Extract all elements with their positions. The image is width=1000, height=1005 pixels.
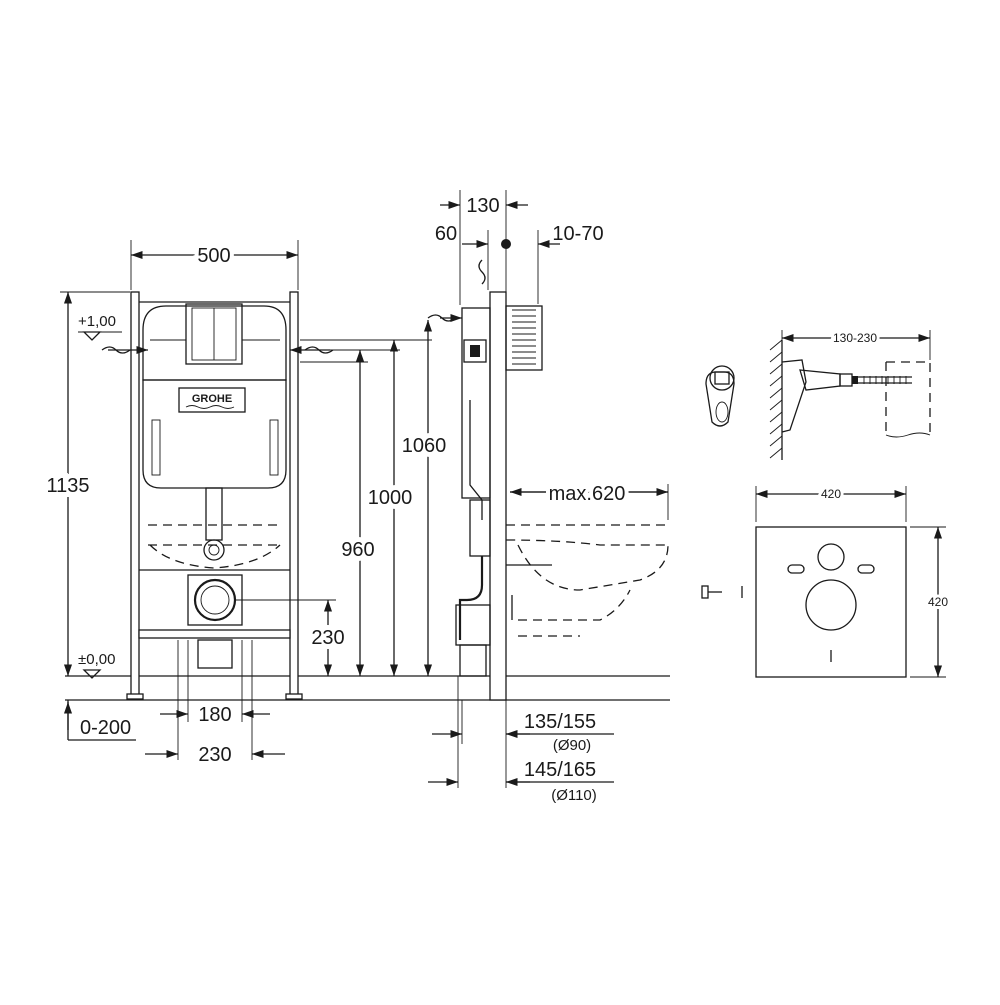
pad-hole-flush bbox=[817, 543, 845, 571]
break-line bbox=[885, 432, 931, 438]
flush-pipe-inner bbox=[208, 544, 220, 556]
level-floor: ±0,00 bbox=[78, 651, 115, 668]
flush-pipe-connector bbox=[203, 539, 225, 561]
side-flush-pipe bbox=[469, 499, 491, 557]
cistern: GROHE bbox=[142, 303, 287, 561]
bolt-detail: 130-230 bbox=[705, 328, 931, 460]
frame-post-right bbox=[289, 291, 299, 698]
pivot-point bbox=[501, 239, 511, 249]
side-valve-box bbox=[463, 339, 487, 363]
bracket-nut bbox=[714, 371, 730, 385]
detail-views: 130-230 420 420 bbox=[701, 328, 951, 678]
frame-post-left bbox=[130, 291, 140, 698]
side-view: 130 60 10-70 max.620 135/155 (Ø90) 145/1… bbox=[427, 190, 670, 804]
dim-pipe-90-dia: (Ø90) bbox=[553, 737, 591, 754]
logo-wave bbox=[185, 405, 235, 409]
bracket-plate-front bbox=[705, 371, 735, 427]
pad-slot-left bbox=[787, 564, 805, 574]
dim-230-height: 230 bbox=[311, 627, 344, 649]
bracket-hole bbox=[709, 365, 735, 391]
cistern-top bbox=[142, 305, 287, 381]
side-valve bbox=[470, 345, 480, 357]
bracket-side bbox=[781, 359, 807, 433]
dim-180: 180 bbox=[198, 704, 231, 726]
bracket-slot bbox=[715, 401, 729, 423]
frame-bottom-rail bbox=[138, 629, 291, 639]
dim-pipe-110-dia: (Ø110) bbox=[551, 787, 597, 804]
dim-10-70: 10-70 bbox=[552, 223, 603, 245]
dim-1000: 1000 bbox=[368, 487, 413, 509]
fixing-screw-head bbox=[701, 585, 709, 599]
dim-230-width: 230 bbox=[198, 744, 231, 766]
dim-pad-width: 420 bbox=[821, 487, 841, 501]
toilet-bowl-dashed bbox=[885, 361, 931, 435]
side-waste-bend bbox=[458, 556, 484, 640]
side-flush-plate-ribs bbox=[512, 309, 536, 365]
cistern-body bbox=[142, 379, 287, 489]
side-flush-plate bbox=[505, 305, 543, 371]
dim-pad-height: 420 bbox=[928, 595, 948, 609]
dim-960: 960 bbox=[341, 539, 374, 561]
dim-width: 500 bbox=[197, 245, 230, 267]
level-floor-triangle bbox=[82, 669, 102, 679]
pad-hole-waste bbox=[805, 579, 857, 631]
wall-hatch bbox=[769, 339, 783, 459]
dim-max-620: max.620 bbox=[549, 483, 626, 505]
level-top-triangle bbox=[82, 331, 102, 341]
dim-60: 60 bbox=[435, 223, 457, 245]
front-view: GROHE 500 1135 +1,00 bbox=[41, 240, 451, 766]
insulation-pad-detail: 420 420 bbox=[701, 484, 951, 678]
side-cistern bbox=[461, 307, 491, 499]
dim-leg-adjust: 0-200 bbox=[80, 717, 131, 739]
waste-pipe bbox=[193, 578, 237, 622]
toilet-outline-front bbox=[148, 524, 282, 569]
dim-130: 130 bbox=[466, 195, 499, 217]
bolt-washer bbox=[852, 376, 858, 384]
brand-logo: GROHE bbox=[192, 393, 232, 405]
foot-left bbox=[126, 693, 144, 700]
insulation-pad bbox=[755, 526, 907, 678]
flush-pipe bbox=[205, 487, 223, 541]
dim-pipe-90: 135/155 bbox=[524, 711, 596, 733]
frame bbox=[126, 291, 303, 700]
waste-pipe-stub bbox=[197, 639, 233, 669]
dim-height-total: 1135 bbox=[46, 475, 89, 497]
side-flush-pipe-outline bbox=[469, 400, 483, 520]
side-waste-stub bbox=[459, 644, 487, 677]
waste-outlet bbox=[187, 574, 243, 669]
cistern-rib-right bbox=[269, 419, 279, 476]
level-top: +1,00 bbox=[78, 313, 116, 330]
waste-pipe-inner bbox=[200, 585, 230, 615]
dim-1060: 1060 bbox=[402, 435, 447, 457]
foot-right bbox=[285, 693, 303, 700]
side-toilet-outline bbox=[505, 524, 669, 637]
water-supply-icon bbox=[478, 259, 486, 285]
brand-logo-box bbox=[178, 387, 246, 413]
threaded-rod bbox=[858, 376, 912, 384]
flush-plate-frame bbox=[185, 303, 243, 365]
pad-slot-right bbox=[857, 564, 875, 574]
dim-pipe-110: 145/165 bbox=[524, 759, 596, 781]
dim-bolt-range: 130-230 bbox=[833, 331, 877, 345]
cistern-rib-left bbox=[151, 419, 161, 476]
bolt-nut bbox=[839, 373, 853, 387]
waste-bracket bbox=[187, 574, 243, 626]
side-frame-post bbox=[489, 291, 507, 701]
